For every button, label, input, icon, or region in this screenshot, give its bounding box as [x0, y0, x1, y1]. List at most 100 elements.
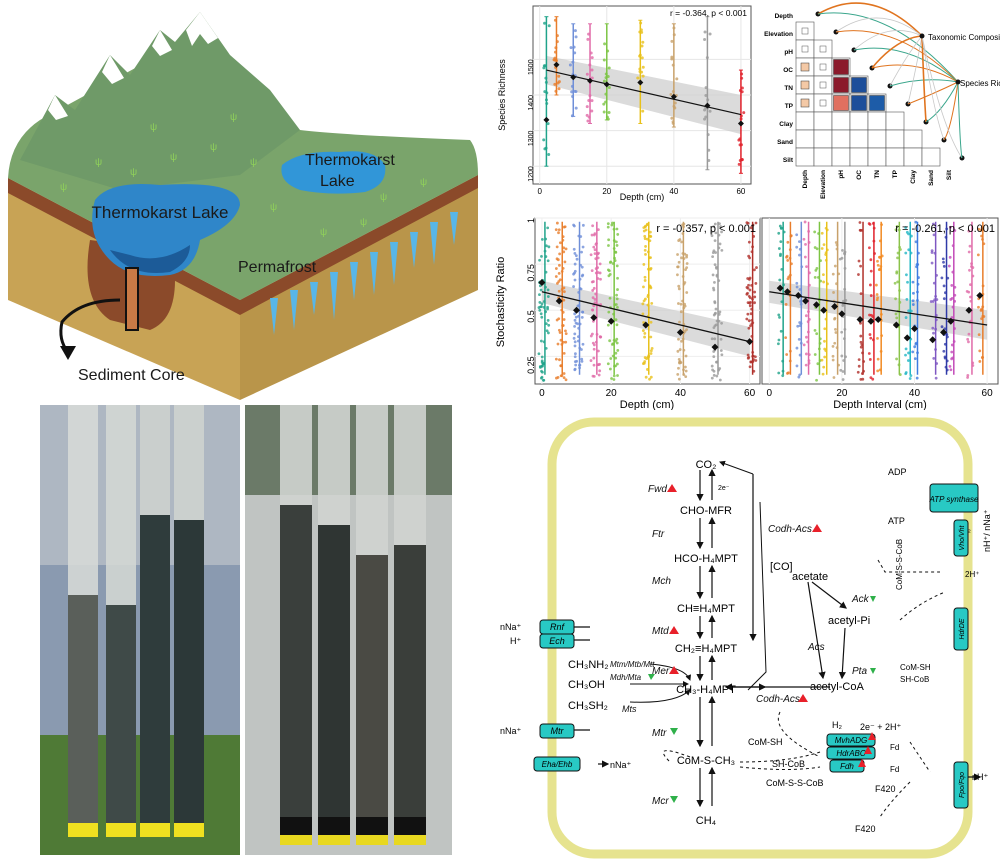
stoch-depth-point	[753, 290, 757, 294]
stoch-depth-point	[646, 295, 650, 299]
stoch-interval-point	[878, 368, 882, 372]
stoch-depth-point	[681, 337, 685, 341]
stoch-depth-point	[607, 310, 611, 314]
stoch-depth-point	[649, 230, 652, 234]
stoch-interval-point	[823, 339, 826, 343]
stoch-interval-point	[807, 241, 811, 244]
stoch-depth-point	[685, 262, 689, 265]
stoch-interval-point	[815, 332, 819, 336]
stoch-interval-point	[948, 255, 952, 259]
corr-cell-value	[819, 63, 827, 71]
metabolite-com-s-ch3: CoM-S-CH₃	[677, 755, 735, 767]
stoch-depth-point	[611, 342, 615, 346]
stoch-depth-point	[748, 256, 752, 260]
stoch-interval-point	[831, 358, 835, 362]
stoch-depth-point	[579, 235, 583, 238]
stoch-interval-point	[826, 282, 829, 286]
richness-point	[708, 32, 712, 36]
stoch-depth-point	[746, 312, 750, 316]
stoch-interval-point	[934, 327, 938, 331]
stoch-depth-point	[592, 245, 596, 249]
stoch-depth-point	[748, 365, 752, 369]
stoch-interval-point	[908, 377, 912, 380]
stoch-interval-point	[835, 243, 839, 247]
richness-point	[573, 29, 577, 33]
stoch-interval-point	[904, 251, 908, 255]
stoch-interval-point	[857, 364, 861, 368]
stoch-depth-point	[544, 346, 548, 350]
stoch-depth-point	[615, 244, 619, 247]
stoch-interval-point	[806, 320, 810, 324]
stoch-depth-point	[712, 326, 716, 330]
stoch-interval-point	[931, 222, 935, 226]
corr-row-label: TN	[784, 85, 793, 92]
stoch-depth-point	[580, 359, 584, 363]
cell-membrane	[547, 417, 973, 859]
stoch-interval-point	[780, 226, 783, 230]
stoch-depth-point	[608, 296, 612, 300]
corr-col-label: Depth	[802, 170, 809, 188]
corr-cell-value	[819, 99, 827, 107]
corr-link	[921, 35, 963, 159]
stoch-interval-point	[966, 373, 970, 377]
stoch-depth-point	[649, 349, 653, 353]
corr-col-label: OC	[856, 170, 863, 180]
corr-cell-value	[869, 95, 885, 111]
stoch-interval-point	[950, 296, 954, 300]
stoch-interval-point	[798, 321, 802, 324]
stoch-interval-point	[897, 228, 901, 232]
stoch-interval-point	[815, 266, 819, 270]
richness-point	[590, 68, 594, 72]
richness-point	[574, 35, 578, 39]
stoch-interval-point	[777, 247, 781, 250]
stoch-interval-point	[789, 234, 793, 238]
stoch-depth-point	[714, 307, 718, 311]
richness-point	[641, 74, 645, 78]
stoch-interval-point	[951, 244, 955, 248]
stoch-interval-point	[907, 248, 911, 252]
stoch-interval-point	[969, 283, 972, 286]
stoch-depth-point	[537, 306, 541, 309]
stoch-interval-point	[858, 221, 862, 224]
stoch-depth-point	[581, 245, 585, 249]
stoch-interval-point	[914, 220, 918, 224]
stoch-interval-point	[795, 285, 799, 289]
stoch-interval-point	[804, 363, 808, 367]
stoch-interval-point	[790, 262, 793, 266]
stoch-depth-point	[720, 353, 724, 357]
stoch-depth-point	[593, 301, 597, 305]
stoch-depth-point	[615, 297, 619, 301]
richness-point	[586, 37, 590, 41]
stoch-depth-point	[554, 228, 558, 232]
ion-h-ech: H⁺	[510, 636, 521, 646]
corr-cell-value	[833, 59, 849, 75]
stoch-interval-point	[776, 342, 780, 346]
stoch-depth-point	[614, 303, 618, 306]
richness-xtick: 20	[602, 187, 611, 196]
stoch-depth-point	[573, 360, 577, 364]
stoch-interval-point	[841, 378, 845, 381]
stoch-depth-point	[555, 376, 558, 380]
stoch-depth-point	[546, 288, 550, 292]
stoch-depth-point	[539, 312, 543, 316]
stoch-depth-point	[578, 363, 582, 367]
stoch-interval-point	[982, 242, 986, 246]
stoch-interval-point	[795, 233, 799, 237]
up-triangle-codh2	[798, 694, 808, 702]
stoch-interval-point	[819, 279, 823, 283]
richness-xlabel: Depth (cm)	[620, 192, 665, 202]
richness-point	[543, 21, 547, 25]
stoch-interval-point	[779, 252, 782, 256]
stoch-depth-point	[576, 339, 580, 343]
stoch-interval-point	[861, 351, 864, 355]
stoch-interval-point	[880, 334, 884, 338]
stoch-depth-point	[749, 226, 753, 230]
stoch-interval-point	[878, 239, 882, 243]
corr-row-label: Silt	[783, 157, 794, 164]
corr-cell	[795, 147, 815, 167]
stoch-interval-point	[971, 274, 975, 278]
stoch-depth-point	[717, 246, 721, 250]
stoch-depth-point	[593, 248, 597, 252]
stoch-interval-point	[876, 259, 879, 263]
stoch-interval-annotation: r = -0.261, p < 0.001	[895, 223, 995, 235]
